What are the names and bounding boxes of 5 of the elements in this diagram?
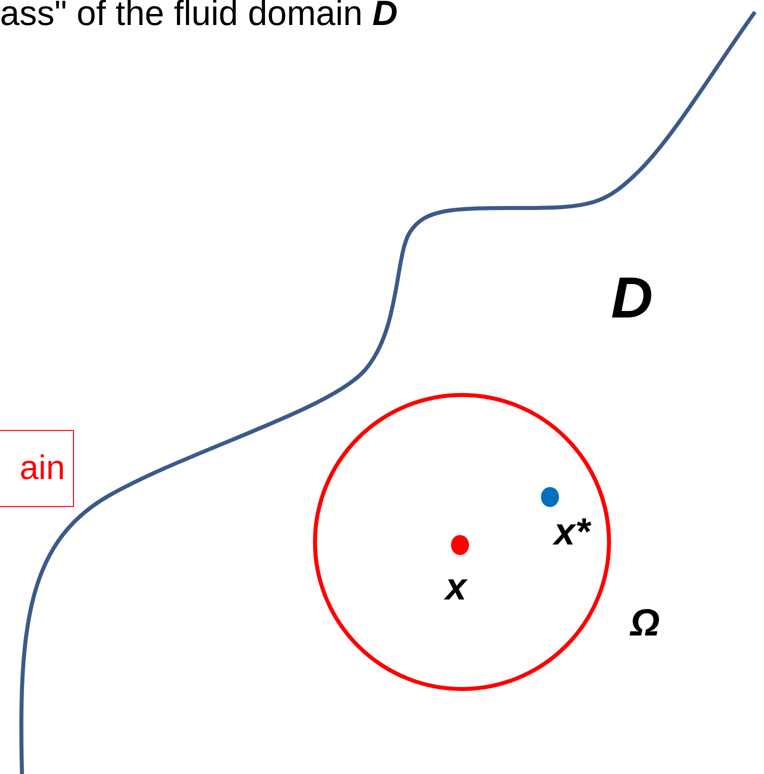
text-box: ain (0, 430, 74, 507)
point-label: x (445, 566, 467, 610)
domain-symbol: D (611, 264, 653, 332)
region-symbol: Ω (630, 602, 660, 646)
point-label: x* (554, 512, 590, 554)
